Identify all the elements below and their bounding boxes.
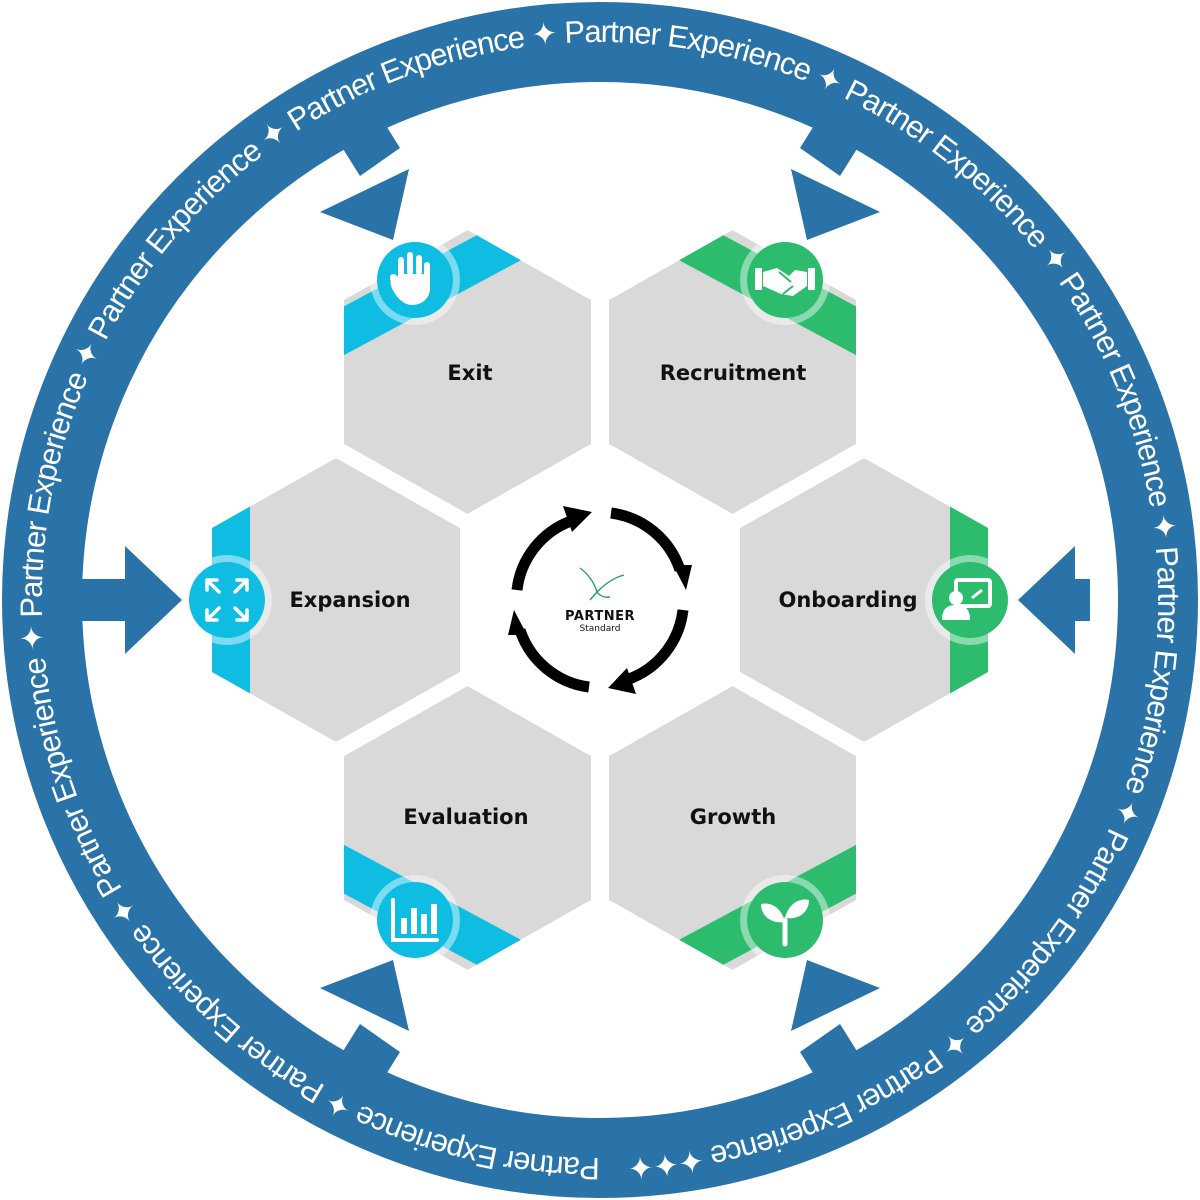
stage-expansion[interactable]: Expansion <box>182 440 460 760</box>
arrow-to-exit <box>320 92 409 240</box>
hummingbird-icon <box>579 567 625 601</box>
stage-label-expansion: Expansion <box>289 588 410 612</box>
presentation-icon <box>925 555 1015 645</box>
raised-hand-icon <box>370 235 460 325</box>
stage-hexagons: Exit Recruitment <box>182 212 1015 988</box>
arrow-to-onboarding <box>1018 546 1090 654</box>
arrow-to-growth <box>791 960 880 1108</box>
expand-arrows-icon <box>182 555 272 645</box>
ring-arrows <box>70 92 1090 1108</box>
cycle-arrowheads <box>508 506 692 694</box>
logo-brand: PARTNER <box>565 609 635 624</box>
bar-chart-icon <box>370 875 460 965</box>
sprout-icon <box>740 875 830 965</box>
arrow-to-recruitment <box>791 92 880 240</box>
stage-onboarding[interactable]: Onboarding <box>740 440 1015 760</box>
stage-growth[interactable]: Growth <box>609 686 900 988</box>
stage-label-onboarding: Onboarding <box>778 588 917 612</box>
handshake-icon <box>740 235 830 325</box>
center-cycle: PARTNER Standard <box>508 506 692 694</box>
cycle-arrows-icon <box>511 507 689 693</box>
logo-tagline: Standard <box>580 624 621 634</box>
arrow-to-evaluation <box>320 960 409 1108</box>
stage-exit[interactable]: Exit <box>300 212 591 514</box>
stage-label-evaluation: Evaluation <box>403 805 528 829</box>
stage-evaluation[interactable]: Evaluation <box>300 686 591 988</box>
stage-label-exit: Exit <box>447 361 492 385</box>
stage-label-growth: Growth <box>690 805 776 829</box>
stage-recruitment[interactable]: Recruitment <box>609 212 900 514</box>
stage-label-recruitment: Recruitment <box>660 361 807 385</box>
arrow-to-expansion <box>70 546 182 654</box>
partner-standard-logo: PARTNER Standard <box>565 567 635 634</box>
